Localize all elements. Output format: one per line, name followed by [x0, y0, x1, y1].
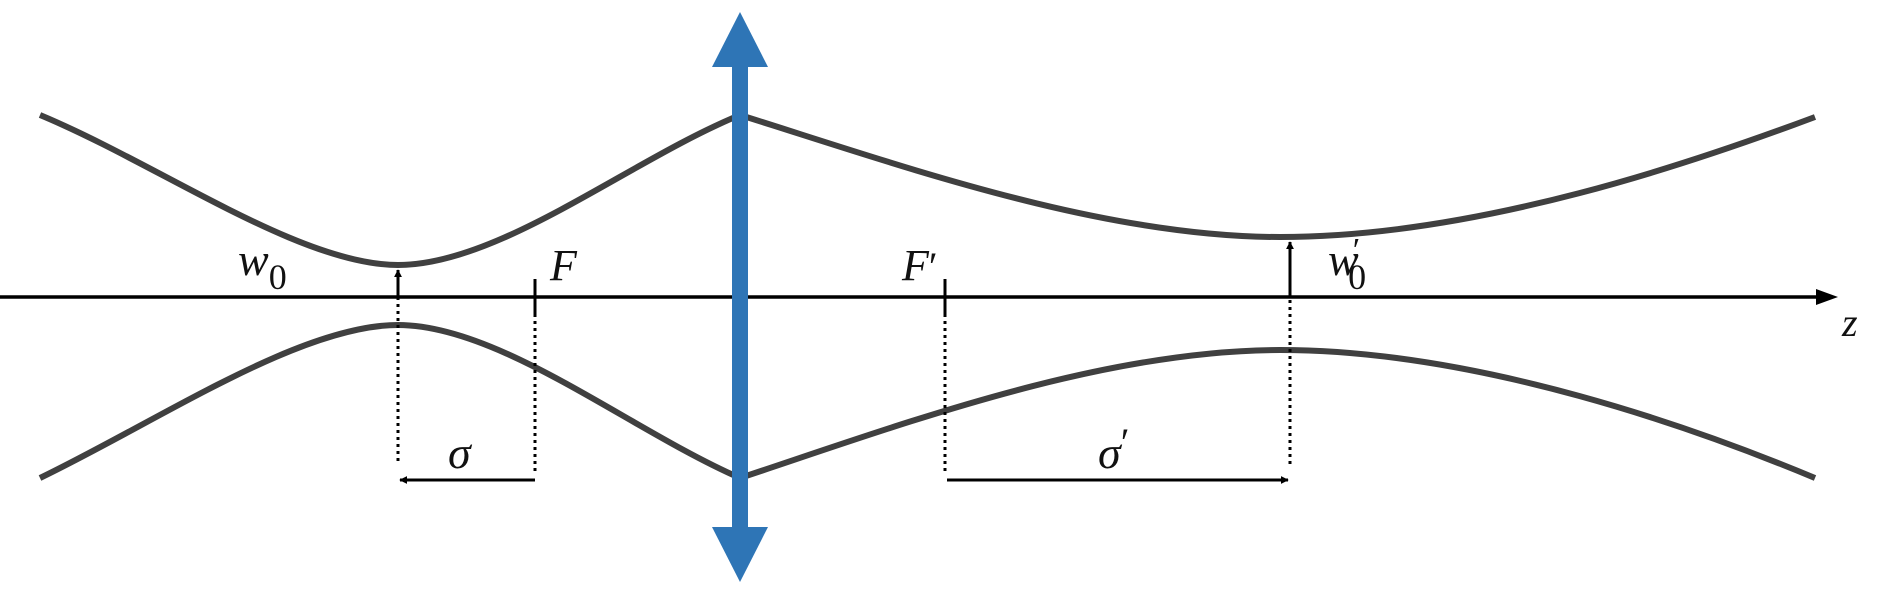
F-label: F	[549, 241, 578, 290]
w0-prime-label: w′0	[1328, 232, 1366, 297]
sigma-label: σ	[448, 427, 473, 478]
z-axis-label: z	[1841, 300, 1858, 345]
beam-envelope-lower	[38, 321, 1817, 482]
thin-lens-icon	[712, 12, 768, 582]
w0-label: w0	[238, 234, 287, 297]
beam-envelope-upper	[38, 111, 1817, 269]
sigma-prime-label: σ′	[1098, 420, 1129, 478]
F-prime-label: F′	[901, 241, 938, 290]
axis-arrowhead	[1816, 289, 1838, 305]
